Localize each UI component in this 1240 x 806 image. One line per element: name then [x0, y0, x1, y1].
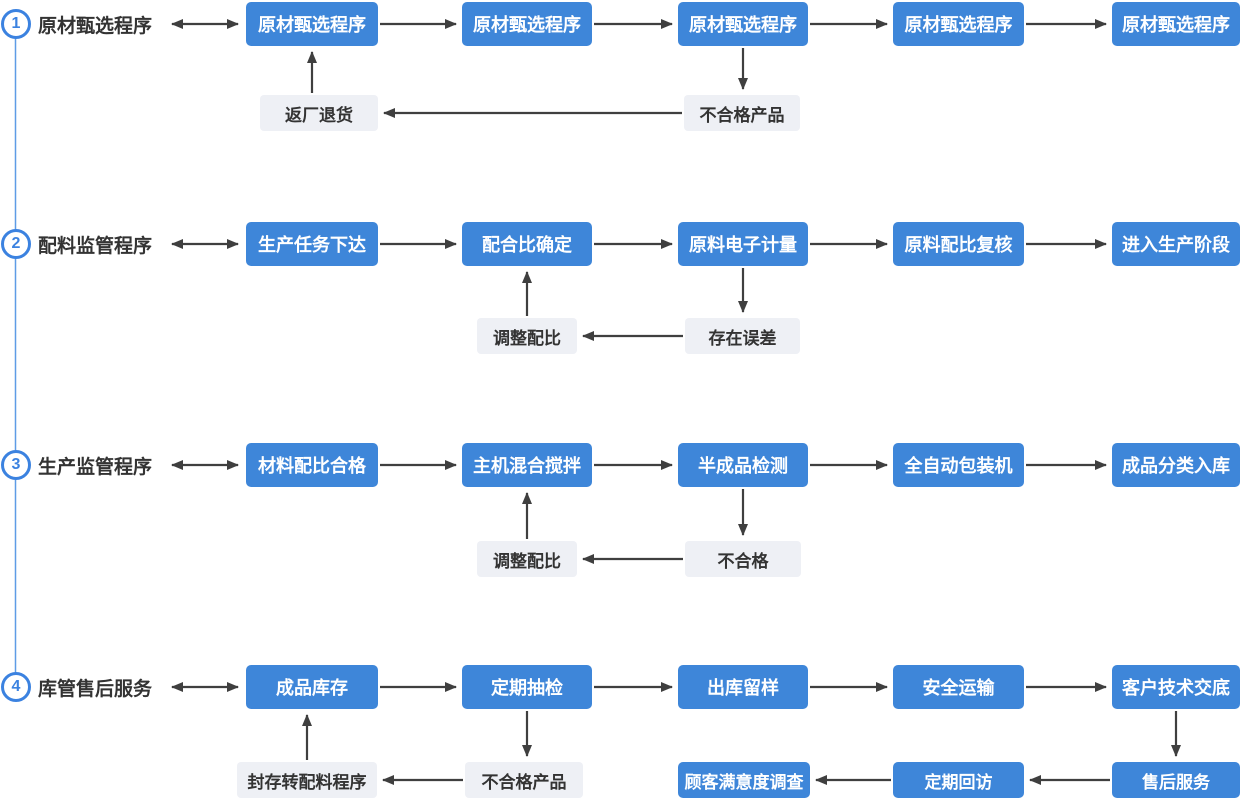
feedback-r1-reject: 不合格产品 [684, 95, 800, 131]
feedback-r4-reject: 不合格产品 [465, 762, 583, 798]
step-r2-c3: 原料电子计量 [678, 222, 808, 266]
step-r4-revisit: 定期回访 [893, 762, 1024, 798]
stage-label-1: 原材甄选程序 [38, 15, 153, 37]
feedback-r4-return: 封存转配料程序 [237, 762, 377, 798]
feedback-r3-return: 调整配比 [477, 541, 577, 577]
feedback-r2-return: 调整配比 [477, 318, 577, 354]
step-r2-c2: 配合比确定 [462, 222, 592, 266]
step-r3-c2: 主机混合搅拌 [462, 443, 592, 487]
step-r4-c2: 定期抽检 [462, 665, 592, 709]
feedback-r2-reject: 存在误差 [685, 318, 800, 354]
feedback-r1-return: 返厂退货 [260, 95, 378, 131]
step-r3-c1: 材料配比合格 [246, 443, 378, 487]
step-r3-c4: 全自动包装机 [893, 443, 1024, 487]
step-r4-c4: 安全运输 [893, 665, 1024, 709]
stage-label-3: 生产监管程序 [38, 456, 153, 478]
stage-number-3: 3 [1, 450, 31, 480]
step-r1-c4: 原材甄选程序 [893, 2, 1024, 46]
feedback-r3-reject: 不合格 [685, 541, 801, 577]
step-r2-c4: 原料配比复核 [893, 222, 1024, 266]
step-r3-c5: 成品分类入库 [1112, 443, 1240, 487]
step-r1-c3: 原材甄选程序 [678, 2, 808, 46]
step-r1-c2: 原材甄选程序 [462, 2, 592, 46]
step-r1-c1: 原材甄选程序 [246, 2, 378, 46]
stage-number-4: 4 [1, 672, 31, 702]
step-r4-c5: 客户技术交底 [1112, 665, 1240, 709]
stage-label-2: 配料监管程序 [38, 235, 153, 257]
step-r1-c5: 原材甄选程序 [1112, 2, 1240, 46]
stage-label-4: 库管售后服务 [38, 678, 153, 700]
step-r4-c1: 成品库存 [246, 665, 378, 709]
step-r4-survey: 顾客满意度调查 [678, 762, 810, 798]
step-r2-c5: 进入生产阶段 [1112, 222, 1240, 266]
stage-number-2: 2 [1, 229, 31, 259]
step-r3-c3: 半成品检测 [678, 443, 808, 487]
step-r2-c1: 生产任务下达 [246, 222, 378, 266]
stage-number-1: 1 [1, 9, 31, 39]
step-r4-service: 售后服务 [1112, 762, 1240, 798]
step-r4-c3: 出库留样 [678, 665, 808, 709]
